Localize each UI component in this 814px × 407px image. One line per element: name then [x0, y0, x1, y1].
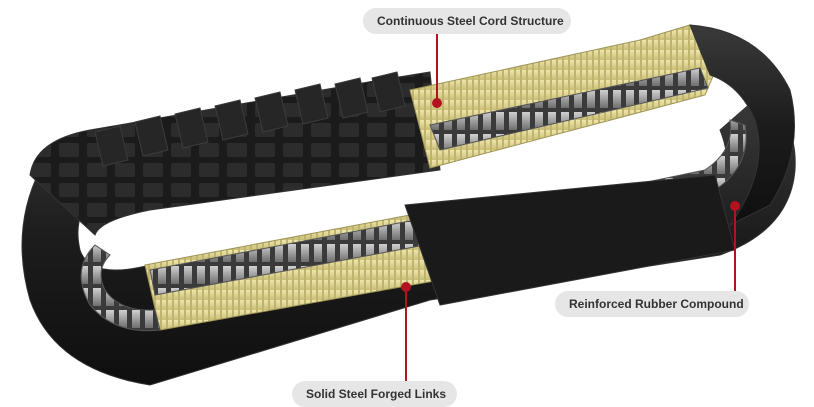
- callout-steel-cord-label: Continuous Steel Cord Structure: [363, 8, 571, 34]
- leader-rubber: [730, 201, 740, 291]
- callout-rubber-label: Reinforced Rubber Compound: [555, 291, 749, 317]
- track-right-curve: [689, 24, 795, 226]
- steel-links-left-curve: [80, 244, 161, 332]
- leader-steel-cord: [432, 34, 442, 108]
- leader-links: [401, 282, 411, 381]
- tread-lugs: [94, 71, 406, 167]
- rubber-compound-block: [404, 174, 736, 306]
- track-upper-run: [29, 71, 441, 236]
- steel-links-upper: [429, 67, 709, 151]
- callout-links-label: Solid Steel Forged Links: [292, 381, 457, 407]
